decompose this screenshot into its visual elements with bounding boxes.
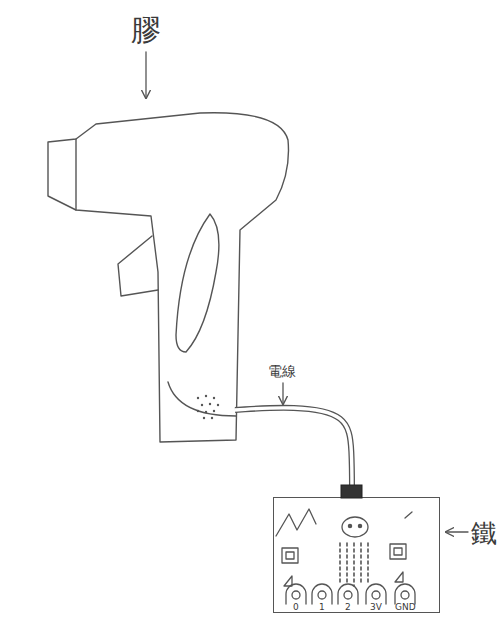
pad-hole [372,591,380,599]
wire-label: 電線 [268,364,296,378]
speaker-dot [197,397,199,399]
gun-trigger [118,236,158,296]
button-a-cap [286,552,294,559]
pad-hole [318,591,326,599]
speaker-dot [209,403,211,405]
part-label: 膠 [131,15,161,45]
wire-core [235,408,352,497]
edge-pad [338,584,358,604]
led-dot [358,524,361,527]
edge-pad [286,584,306,604]
wire [235,408,352,497]
speaker-dot [217,404,219,406]
led-dot [348,524,351,527]
gun-body [48,113,289,442]
wire-outline [235,408,352,497]
led-face [342,517,368,537]
pin-name: 1 [319,603,325,612]
gun-handle-curve [168,382,236,416]
pin-name: 2 [345,603,351,612]
board-mark [405,512,412,518]
speaker-dot [205,395,207,397]
pin-name: 3V [370,603,382,612]
microbit-board: 鐵 [273,497,440,613]
button-a [282,548,298,563]
jack-connector [341,485,362,498]
speaker-dot [197,410,199,412]
leader-arrow [282,383,283,404]
edge-pad [395,584,415,604]
speaker-dot [211,417,213,419]
leader-arrow [446,531,468,532]
leader-arrow [145,52,146,98]
pad-hole [401,591,409,599]
led-grid [340,543,368,586]
speaker-dot [205,411,207,413]
speaker-dot [203,417,205,419]
part-label: 鐵 [471,520,497,546]
pin-name: GND [395,603,416,612]
board-pattern [276,509,316,536]
edge-pad [366,584,386,604]
pad-hole [344,591,352,599]
gun-handle-slot [176,214,219,352]
board-mark [284,576,292,586]
speaker-dot [213,397,215,399]
pin-name: 0 [293,603,299,612]
pad-hole [292,591,300,599]
edge-pad [312,584,332,604]
button-b-cap [394,548,402,555]
gun-nozzle [75,139,76,210]
glue-gun-outline [45,105,295,450]
button-b [390,544,406,559]
glue-gun: 膠 [45,105,295,450]
speaker-dot [201,404,203,406]
board-mark [395,572,403,582]
speaker-dot [213,410,215,412]
